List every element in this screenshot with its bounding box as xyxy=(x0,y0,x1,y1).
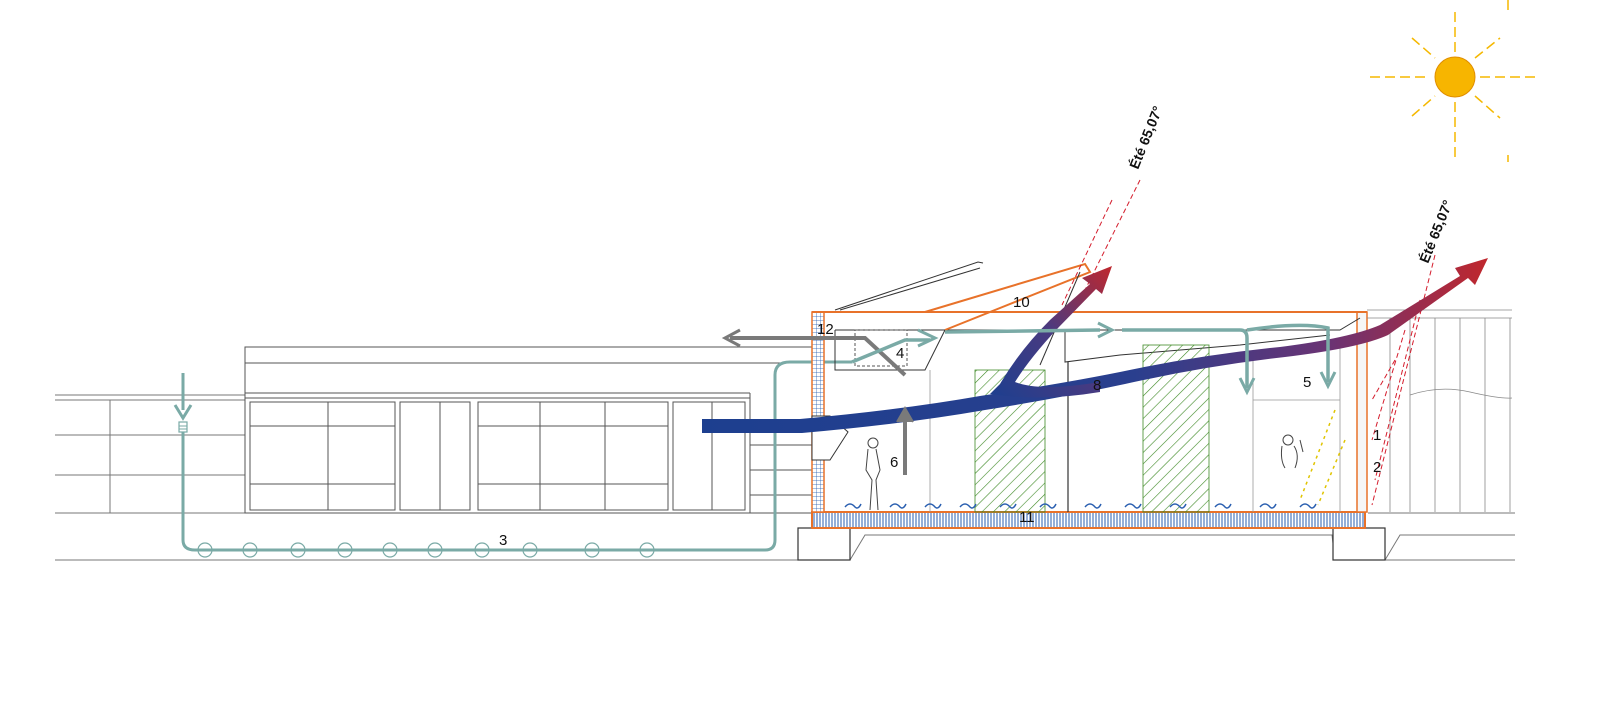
air-intake xyxy=(173,373,193,433)
earth-tube xyxy=(181,360,852,552)
new-building-envelope xyxy=(811,311,1368,529)
ground-reflections xyxy=(1299,409,1346,506)
callouts: 1 2 3 4 5 6 8 10 11 12 xyxy=(499,294,1381,549)
callout-8: 8 xyxy=(1093,377,1101,394)
person-silhouette-2 xyxy=(1280,434,1304,469)
roof-monitor xyxy=(834,261,1092,366)
callout-4: 4 xyxy=(896,345,904,362)
callout-3: 3 xyxy=(499,532,507,549)
callout-12: 12 xyxy=(817,321,834,338)
sun-angle-label: Été 65,07° xyxy=(1126,104,1166,171)
callout-10: 10 xyxy=(1013,294,1030,311)
solar-rays xyxy=(1061,179,1436,506)
existing-building xyxy=(244,346,813,514)
fresh-air-distribution xyxy=(851,321,1337,396)
earth-tube-coils xyxy=(197,542,655,558)
callout-6: 6 xyxy=(890,454,898,471)
callout-2: 2 xyxy=(1373,459,1381,476)
foundations xyxy=(797,527,1386,561)
sun-angle-label: Été 65,07° xyxy=(1416,198,1456,265)
left-fence xyxy=(55,394,245,513)
person-silhouette xyxy=(865,437,881,511)
floor-heating-waves xyxy=(844,503,1317,509)
callout-1: 1 xyxy=(1373,427,1381,444)
callout-11: 11 xyxy=(1019,509,1035,526)
sun-icon xyxy=(1370,0,1540,162)
grey-arrows xyxy=(721,328,914,475)
callout-5: 5 xyxy=(1303,374,1311,391)
right-facade xyxy=(1367,309,1513,512)
